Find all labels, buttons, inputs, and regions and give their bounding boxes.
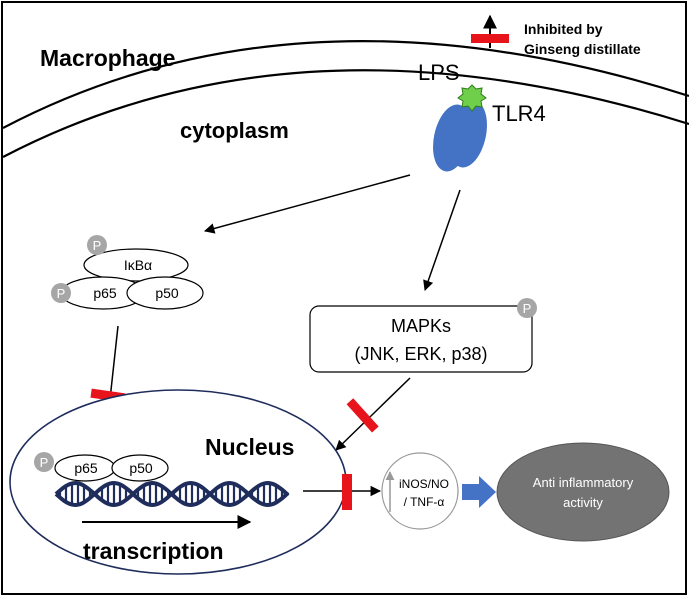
legend-label-line2: Ginseng distillate bbox=[524, 41, 641, 57]
tlr4-right-lobe bbox=[449, 100, 487, 168]
ikba-phospho-circle bbox=[87, 235, 107, 255]
tlr4-receptor bbox=[433, 84, 487, 172]
nucleus-p50-oval bbox=[111, 454, 169, 482]
p65-phospho-circle bbox=[51, 283, 71, 303]
nucleus-phospho-circle bbox=[34, 452, 54, 472]
ikba-label: IκBα bbox=[124, 257, 152, 273]
mediators-node: iNOS/NO / TNF-α bbox=[381, 452, 459, 530]
inhibit-bar-transcription bbox=[342, 474, 352, 510]
tlr4-label: TLR4 bbox=[492, 101, 546, 126]
anti-inflammatory-line1: Anti inflammatory bbox=[533, 475, 634, 490]
transcription-label: transcription bbox=[83, 538, 224, 564]
p65-label: p65 bbox=[93, 285, 117, 301]
legend-inhibit-bar bbox=[471, 34, 509, 43]
nucleus-label: Nucleus bbox=[205, 434, 294, 460]
dna-helix bbox=[54, 480, 290, 508]
inhibit-bar-mapk bbox=[346, 398, 379, 433]
mapk-title: MAPKs bbox=[391, 316, 451, 336]
nucleus-p50-label: p50 bbox=[129, 460, 153, 476]
p50-oval bbox=[126, 276, 204, 310]
mediators-line1: iNOS/NO bbox=[399, 477, 449, 491]
ikba-oval bbox=[83, 248, 189, 282]
mapk-rect bbox=[309, 305, 533, 373]
mediators-circle bbox=[381, 452, 459, 530]
lps-label: LPS bbox=[418, 60, 460, 85]
legend-label-line1: Inhibited by bbox=[524, 21, 603, 37]
mapk-box: P MAPKs (JNK, ERK, p38) bbox=[309, 298, 537, 373]
membrane-outer bbox=[2, 39, 689, 129]
anti-inflammatory-line2: activity bbox=[563, 495, 603, 510]
nucleus: Nucleus P p65 p50 transcription bbox=[9, 389, 347, 575]
mediators-line2: / TNF-α bbox=[404, 495, 445, 509]
legend: Inhibited by Ginseng distillate bbox=[471, 14, 641, 57]
nucleus-p65-label: p65 bbox=[74, 460, 98, 476]
macrophage-label: Macrophage bbox=[40, 45, 175, 71]
nfkb-complex: P P IκBα p65 p50 bbox=[51, 235, 204, 310]
nucleus-phospho-label: P bbox=[40, 455, 49, 470]
arrow-tlr4-to-mapk bbox=[423, 189, 461, 291]
mapk-phospho-circle bbox=[517, 298, 537, 318]
membrane-inner bbox=[2, 69, 689, 158]
lps-molecule bbox=[457, 84, 487, 112]
cytoplasm-label: cytoplasm bbox=[180, 118, 289, 143]
dna-strand-b bbox=[54, 480, 290, 508]
mapk-subtitle: (JNK, ERK, p38) bbox=[354, 344, 487, 364]
anti-inflammatory-node: Anti inflammatory activity bbox=[496, 442, 670, 542]
mapk-phospho-label: P bbox=[523, 301, 532, 316]
p50-label: p50 bbox=[155, 285, 179, 301]
arrow-mapk-to-nucleus bbox=[335, 377, 411, 451]
arrow-tlr4-to-nfkb bbox=[203, 174, 411, 234]
p65-phospho-label: P bbox=[57, 286, 66, 301]
blue-arrow bbox=[462, 476, 496, 508]
anti-inflammatory-oval bbox=[496, 442, 670, 542]
ikba-phospho-label: P bbox=[93, 238, 102, 253]
